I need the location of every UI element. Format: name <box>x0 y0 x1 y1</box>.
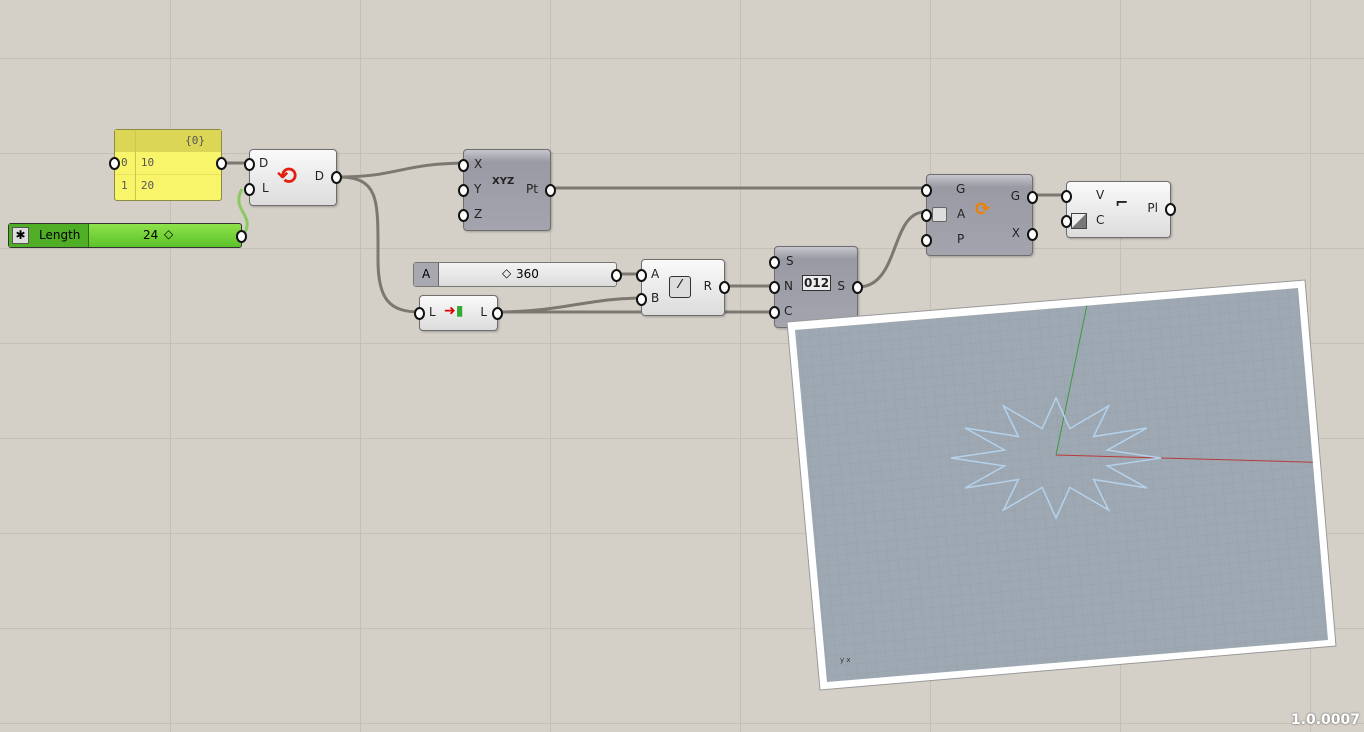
viewport-axis-labels: y x <box>840 656 851 664</box>
output-grip[interactable] <box>611 269 622 282</box>
rotate-component[interactable]: G A P G X ⟳ <box>921 174 1038 256</box>
grip[interactable] <box>719 281 730 294</box>
input-v[interactable]: V <box>1096 188 1105 202</box>
slider-handle[interactable]: ◇ <box>502 266 512 280</box>
star-curve <box>950 396 1162 520</box>
repeat-data-component[interactable]: D L D ⟲ <box>244 149 342 206</box>
output-l[interactable]: L <box>480 305 487 319</box>
asterisk-icon: ✱ <box>12 227 29 244</box>
slider-label: Length <box>39 228 81 242</box>
construct-point-component[interactable]: X Y Z Pt XYZ <box>458 149 556 231</box>
point-xyz-icon: XYZ <box>492 176 515 187</box>
grip[interactable] <box>1027 191 1038 204</box>
row-index: 1 <box>121 179 128 192</box>
slider-label: A <box>422 267 431 281</box>
polyline-component[interactable]: V C Pl ⌐ <box>1061 181 1176 238</box>
grip[interactable] <box>244 158 255 171</box>
input-p[interactable]: P <box>957 232 965 246</box>
wire <box>337 175 421 314</box>
grip[interactable] <box>921 209 932 222</box>
output-grip[interactable] <box>236 230 247 243</box>
grip[interactable] <box>852 281 863 294</box>
input-s[interactable]: S <box>786 254 794 268</box>
slider-value: 360 <box>516 267 539 281</box>
rotate-icon: ⟳ <box>975 199 991 220</box>
output-g[interactable]: G <box>1010 189 1020 203</box>
row-index: 0 <box>121 156 128 169</box>
length-slider[interactable]: ✱ Length 24 ◇ <box>8 223 247 248</box>
output-grip[interactable] <box>216 157 227 170</box>
version-label: 1.0.0007 <box>1290 712 1360 728</box>
input-l[interactable]: L <box>262 181 269 195</box>
list-length-icon: ➜▮ <box>444 303 464 319</box>
input-a[interactable]: A <box>651 267 660 281</box>
input-grip[interactable] <box>109 157 120 170</box>
output-s[interactable]: S <box>837 279 845 293</box>
grip[interactable] <box>769 306 780 319</box>
grip[interactable] <box>244 183 255 196</box>
grip[interactable] <box>769 281 780 294</box>
input-c[interactable]: C <box>784 304 793 318</box>
grip[interactable] <box>1061 190 1072 203</box>
y-axis <box>1055 299 1089 456</box>
slider-value: 24 <box>143 228 159 242</box>
grip[interactable] <box>414 307 425 320</box>
division-icon: ⁄ <box>669 276 691 298</box>
grip[interactable] <box>921 234 932 247</box>
grip[interactable] <box>545 184 556 197</box>
series-component[interactable]: S N C S 012 <box>769 246 863 328</box>
polyline-icon: ⌐ <box>1115 193 1129 212</box>
wire <box>857 210 926 289</box>
panel-header: {0} <box>115 130 221 152</box>
input-d[interactable]: D <box>259 156 269 170</box>
input-z[interactable]: Z <box>474 207 483 221</box>
input-b[interactable]: B <box>651 291 660 305</box>
x-axis <box>1055 454 1328 464</box>
grip[interactable] <box>458 184 469 197</box>
degrees-toggle-icon[interactable] <box>932 207 947 222</box>
repeat-icon: ⟲ <box>277 162 298 190</box>
output-pt[interactable]: Pt <box>526 182 538 196</box>
angle-slider[interactable]: A ◇ 360 <box>413 262 622 287</box>
grip[interactable] <box>1061 215 1072 228</box>
row-value: 20 <box>140 179 155 192</box>
input-x[interactable]: X <box>474 157 483 171</box>
slider-handle[interactable]: ◇ <box>164 227 174 241</box>
grip[interactable] <box>636 293 647 306</box>
grip[interactable] <box>636 269 647 282</box>
grip[interactable] <box>1165 203 1176 216</box>
grip[interactable] <box>331 171 342 184</box>
wire <box>337 161 471 179</box>
wire <box>237 188 249 235</box>
series-icon: 012 <box>802 275 832 291</box>
grip[interactable] <box>921 184 932 197</box>
input-y[interactable]: Y <box>474 182 482 196</box>
grip[interactable] <box>492 307 503 320</box>
input-a[interactable]: A <box>957 207 966 221</box>
panel[interactable]: {0} 0 10 1 20 <box>109 129 227 201</box>
output-x[interactable]: X <box>1011 226 1020 240</box>
grip[interactable] <box>1027 228 1038 241</box>
input-l[interactable]: L <box>429 305 436 319</box>
output-r[interactable]: R <box>703 279 712 293</box>
grip[interactable] <box>458 209 469 222</box>
grip[interactable] <box>458 159 469 172</box>
input-n[interactable]: N <box>784 279 793 293</box>
grip[interactable] <box>769 256 780 269</box>
input-g[interactable]: G <box>956 182 966 196</box>
division-component[interactable]: A B R ⁄ <box>636 259 730 316</box>
row-value: 10 <box>140 156 155 169</box>
output-d[interactable]: D <box>314 169 324 183</box>
list-length-component[interactable]: L L ➜▮ <box>414 295 503 331</box>
output-pl[interactable]: Pl <box>1147 201 1158 215</box>
input-c[interactable]: C <box>1096 213 1105 227</box>
